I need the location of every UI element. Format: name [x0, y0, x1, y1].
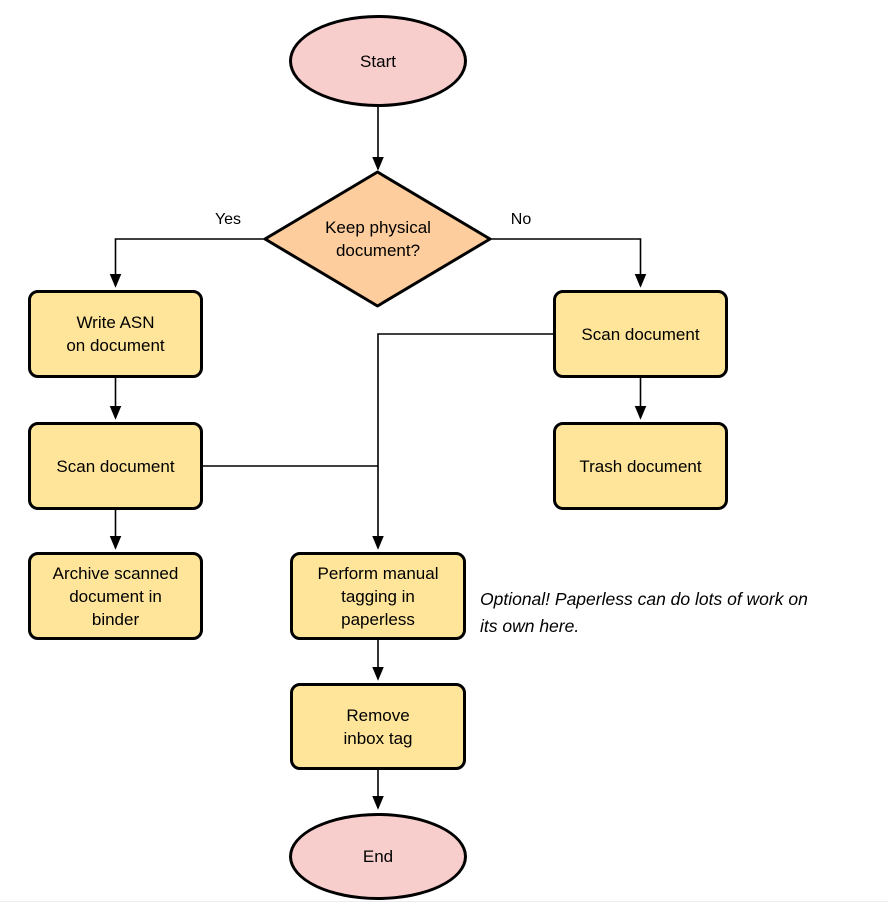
edge-label-yes: Yes [214, 211, 242, 228]
node-start-label: Start [360, 51, 396, 71]
node-start: Start [289, 15, 467, 107]
node-archive-binder-label: Archive scanned document in binder [52, 563, 179, 629]
node-trash-document-label: Trash document [579, 456, 702, 476]
edge-label-no: No [510, 211, 532, 228]
node-remove-inbox-tag-label: Remove inbox tag [343, 705, 413, 748]
node-archive-binder: Archive scanned document in binder [28, 552, 203, 640]
edge-rightscan-to-tagging [378, 333, 553, 548]
node-end: End [289, 813, 467, 900]
node-write-asn-label: Write ASN on document [66, 313, 165, 355]
node-manual-tagging-label: Perform manual tagging in paperless [317, 563, 439, 629]
edge-decision-no-branch [490, 238, 641, 286]
page-divider [0, 901, 888, 902]
node-scan-document-left-label: Scan document [56, 456, 175, 476]
edge-decision-yes-branch [116, 238, 265, 286]
node-remove-inbox-tag: Remove inbox tag [290, 683, 466, 770]
node-scan-document-left: Scan document [28, 422, 203, 510]
optional-note: Optional! Paperless can do lots of work … [480, 589, 808, 636]
node-manual-tagging: Perform manual tagging in paperless [290, 552, 466, 640]
node-scan-document-right: Scan document [553, 290, 728, 378]
node-write-asn: Write ASN on document [28, 290, 203, 378]
decision-diamond-shape [263, 170, 492, 308]
node-scan-document-right-label: Scan document [581, 324, 700, 344]
node-decision-label: Keep physical document? [325, 218, 431, 260]
node-end-label: End [362, 847, 394, 866]
node-trash-document: Trash document [553, 422, 728, 510]
